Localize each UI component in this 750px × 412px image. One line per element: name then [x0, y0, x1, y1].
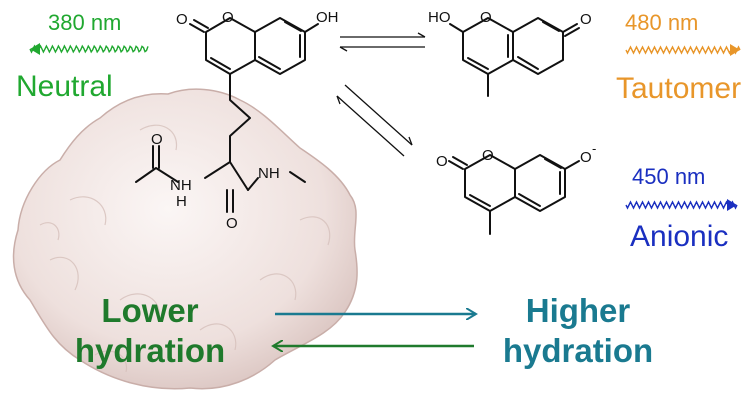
neutral-coumarin-structure	[135, 17, 319, 213]
neutral-label: Neutral	[16, 70, 113, 103]
lower-hydration-line2: hydration	[75, 332, 225, 369]
tautomer-wavelength-label: 480 nm	[625, 10, 698, 35]
anionic-emission: 450 nm Anionic	[625, 164, 738, 253]
anionic-emission-wave	[625, 200, 738, 210]
protein-surface	[12, 88, 358, 390]
anionic-wavelength-label: 450 nm	[632, 164, 705, 189]
higher-hydration-line1: Higher	[526, 292, 631, 329]
atom-nh-amide-left: NH	[170, 177, 192, 194]
neutral-emission: 380 nm Neutral	[16, 10, 149, 103]
atom-nh-amide-right: NH	[258, 165, 280, 182]
atom-o-amide-right: O	[226, 215, 238, 232]
tautomer-coumarin-structure	[449, 17, 580, 97]
atom-oh-1: OH	[316, 9, 339, 26]
tautomer-label: Tautomer	[616, 72, 741, 105]
neutral-arrow-head	[30, 43, 40, 55]
atom-o-ring-1: O	[222, 9, 234, 26]
tautomer-arrow-head	[730, 44, 740, 56]
anionic-arrow-head	[727, 199, 737, 211]
tautomer-emission: 480 nm Tautomer	[616, 10, 741, 105]
equilibrium-arrow-tautomer	[339, 32, 426, 52]
neutral-emission-wave	[29, 44, 149, 54]
atom-minus-charge: -	[592, 141, 596, 156]
atom-o-ring-anion: O	[482, 147, 494, 164]
lower-hydration-line1: Lower	[101, 292, 198, 329]
anionic-label: Anionic	[630, 220, 728, 253]
atom-o-phenolate: O	[580, 149, 592, 166]
atom-o-carbonyl-anion: O	[436, 153, 448, 170]
atom-h-amide-left: H	[176, 193, 187, 210]
atom-o-ring-tautomer: O	[480, 9, 492, 26]
higher-hydration-line2: hydration	[503, 332, 653, 369]
anionic-coumarin-structure	[448, 154, 580, 235]
atom-o-carbonyl-1: O	[176, 11, 188, 28]
atom-o-carbonyl-tautomer: O	[580, 11, 592, 28]
neutral-wavelength-label: 380 nm	[48, 10, 121, 35]
atom-o-acetyl: O	[151, 131, 163, 148]
atom-ho-tautomer: HO	[428, 9, 451, 26]
tautomer-emission-wave	[625, 45, 741, 55]
equilibrium-arrow-anion	[336, 84, 413, 157]
